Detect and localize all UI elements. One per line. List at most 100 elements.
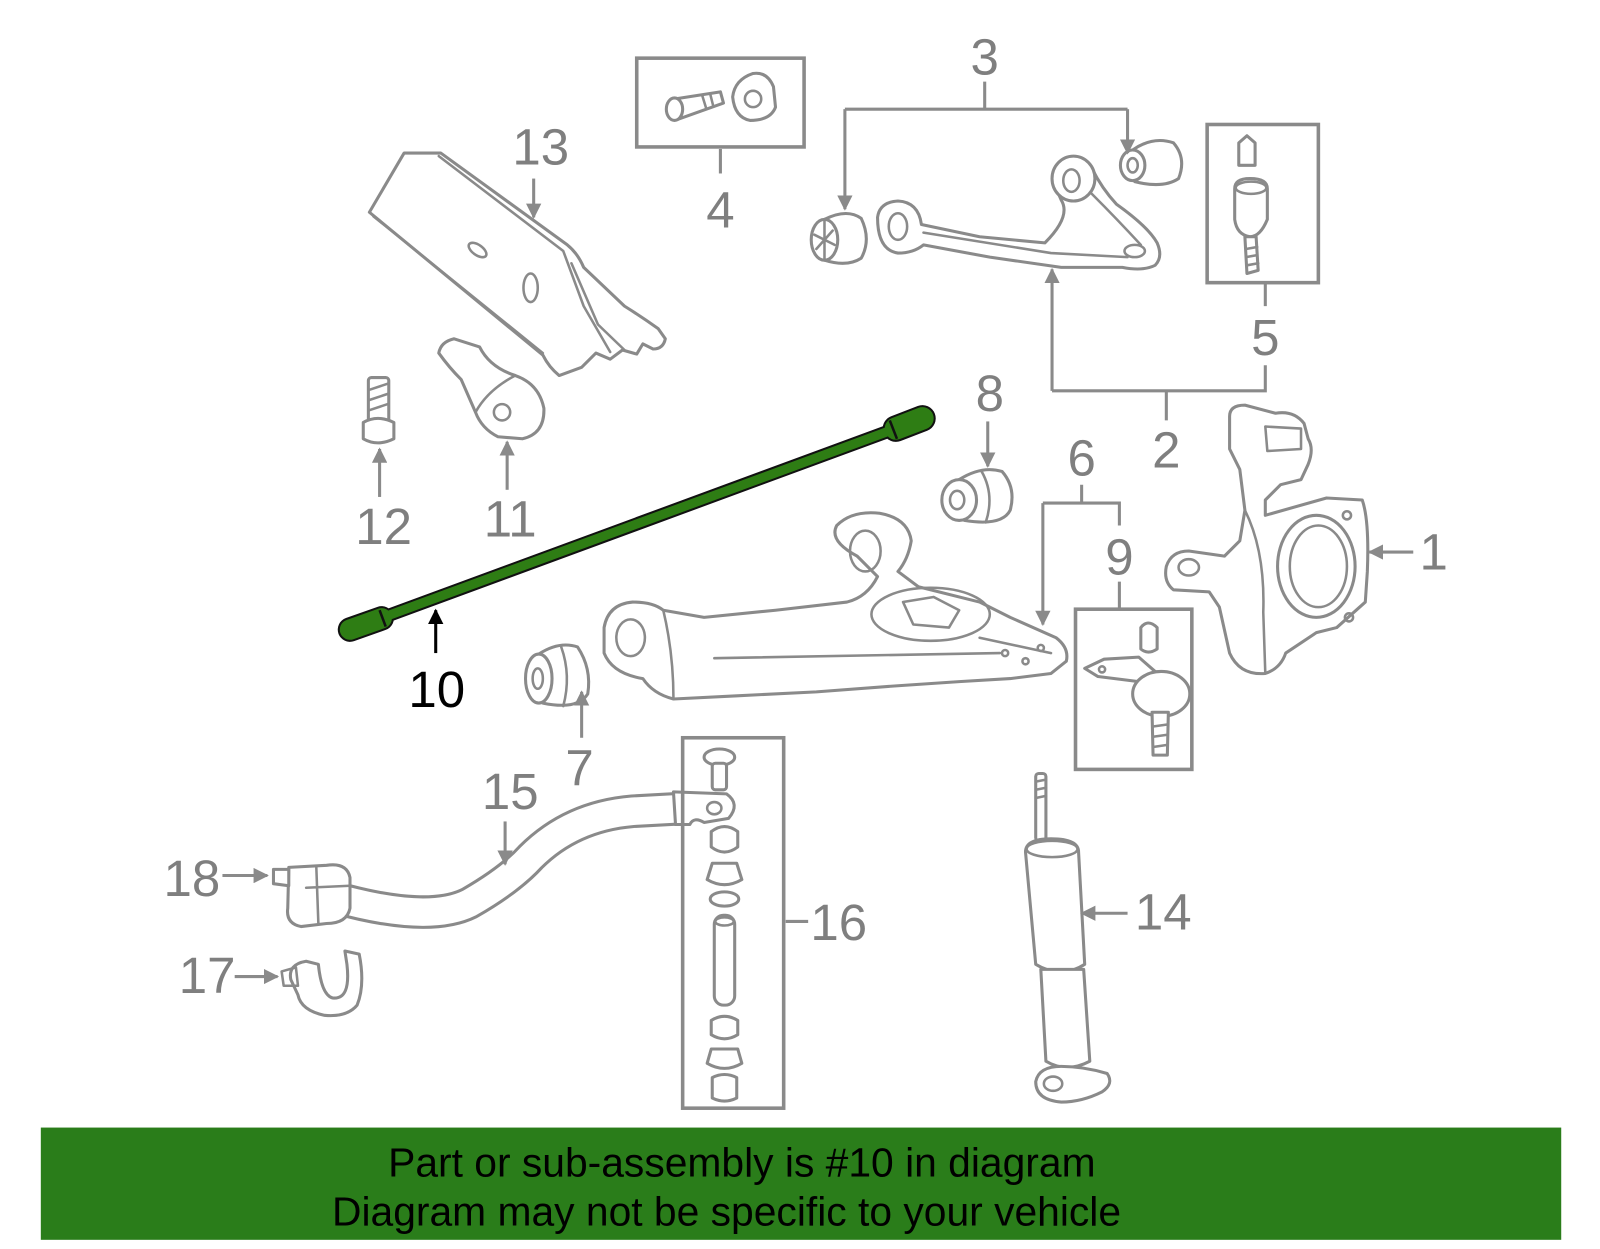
part-15-end-hole [705,800,723,816]
part-9-threads [1151,723,1169,749]
part-16-upper-grommet [705,861,744,887]
part-5-box [1205,122,1321,285]
part-5-body-top [1234,180,1268,196]
part-13-edge [372,215,545,355]
part-1-arm-edge [1243,508,1267,675]
part-1-upper-boss [1264,425,1303,453]
part-13-slot [467,241,488,259]
part-16-sleeve [712,913,737,1007]
part-14-upper-body [1023,837,1087,974]
part-16-lower-grommet [705,1047,744,1070]
callout-labels: 3 4 13 5 8 6 2 12 11 9 1 10 7 15 18 16 1… [163,28,1447,1003]
part-18-body [285,863,352,929]
part-11-edge [474,374,517,414]
callout-16: 16 [810,894,867,951]
leader-lines [222,81,1414,985]
part-11-outline [437,337,546,441]
part-16-frame [680,735,786,1110]
part-6-pocket-floor [901,595,961,629]
part-17-flange [280,966,300,988]
part-3-arm [876,157,1162,271]
part-6-hole-a [1000,648,1010,658]
callout-5: 5 [1251,309,1279,366]
callout-15: 15 [482,763,539,820]
part-5-threads [1244,245,1260,267]
part-6-front-eye [615,618,647,658]
part-14-mount-hole [1042,1075,1064,1093]
callout-14: 14 [1135,884,1192,941]
part-14-rod [1034,771,1048,843]
part-7-collar [559,645,569,708]
part-6-illustration [602,511,1069,701]
part-15-end-eye [671,790,736,827]
part-4-cam-hole [743,89,763,109]
part-10-rod [345,413,929,635]
part-8-illustration [940,468,1014,524]
part-16-lower-bushing [709,1014,740,1041]
part-15-illustration [332,790,736,929]
callout-9: 9 [1105,528,1133,585]
part-15-bar-body [333,794,691,926]
part-12-illustration [361,376,396,445]
part-17-bracket [288,949,364,1018]
part-3-upper-eye [1050,154,1097,203]
part-8-collar [980,470,991,524]
part-4-frame [634,56,806,149]
part-16-upper-bushing [709,825,740,854]
part-3-illustration [809,138,1184,271]
leader-3-stem [844,81,1128,111]
part-14-rod-threads [1034,778,1048,800]
part-3-right-bushing [1131,138,1184,187]
part-5-frame [1205,122,1321,285]
part-13-hole [522,272,540,304]
part-8-bore [948,489,966,511]
part-11-hole [492,402,512,422]
part-9-stud [1139,621,1159,654]
callout-18: 18 [163,850,220,907]
part-10-left-sleeve [339,608,392,640]
part-9-flange-hole [1097,665,1107,674]
part-16-sleeve-top [714,916,735,927]
part-8-face [940,478,979,522]
part-3-right-bushing-bore [1126,156,1140,174]
callout-8: 8 [976,365,1004,422]
part-10-sleeve-ends [378,419,899,627]
part-12-threads [368,382,390,412]
part-9-ball [1131,669,1192,718]
part-1-hub-inner [1288,524,1349,609]
part-1-bolt-hole-a [1341,509,1353,521]
part-9-frame [1073,607,1194,772]
callout-7: 7 [565,740,593,797]
callout-12: 12 [355,498,412,555]
part-12-head [361,416,396,445]
part-1-bolt-hole-b [1343,611,1355,623]
part-4-bolt-head [664,96,685,122]
part-9-box [1073,607,1194,772]
part-10-right-sleeve [884,407,934,440]
banner-line-2: Diagram may not be specific to your vehi… [332,1189,1121,1235]
part-3-upper-eye-hole [1061,168,1081,194]
part-6-spring-pocket [870,586,992,643]
part-3-inner-eye [887,211,909,242]
part-14-upper-cap [1025,839,1079,859]
part-7-illustration [523,643,591,708]
part-3-arm-rib [922,192,1143,259]
part-18-split [304,866,352,925]
part-3-ball-seat [1123,243,1147,259]
part-17-illustration [280,949,364,1018]
part-16-washer [708,890,741,908]
part-4-box [634,56,806,149]
part-13-ridge-2 [570,261,626,352]
callout-4: 4 [706,182,734,239]
part-13-illustration [367,151,667,378]
part-7-face [523,652,554,705]
callout-17: 17 [179,947,236,1004]
part-16-bolt-shank [710,761,729,792]
callout-11: 11 [484,491,537,548]
callout-13: 13 [512,118,569,175]
part-6-hole-b [1021,656,1030,666]
banner-line-1: Part or sub-assembly is #10 in diagram [388,1140,1095,1186]
part-1-illustration [1164,403,1370,676]
callout-1: 1 [1419,523,1447,580]
